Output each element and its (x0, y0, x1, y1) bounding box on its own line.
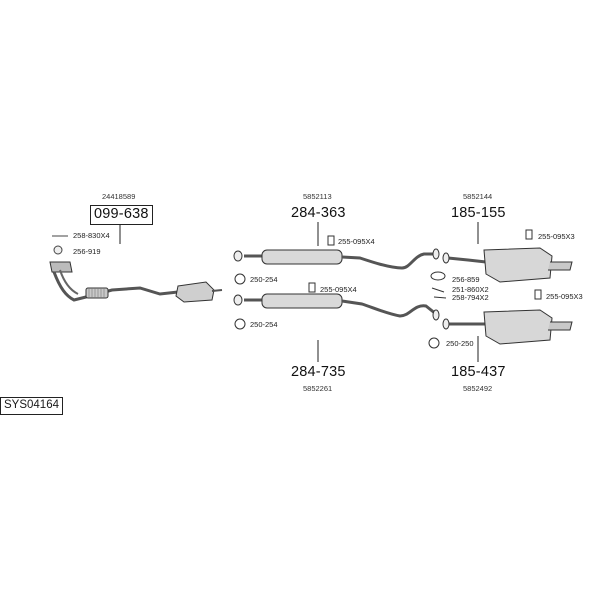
accessory-label: 250-254 (250, 275, 278, 284)
clamp-icon (308, 282, 316, 293)
front-pipe-drawing (49, 261, 223, 303)
accessory-label: 255-095X4 (338, 237, 375, 246)
accessory-label: 250-250 (446, 339, 474, 348)
clamp-icon (534, 289, 542, 300)
part-number-rear-upper[interactable]: 185-155 (451, 205, 506, 221)
bolt-icon (433, 296, 447, 299)
oe-number-rear-upper: 5852144 (463, 192, 493, 201)
oe-number-middle-lower: 5852261 (303, 384, 333, 393)
oe-number-front-pipe: 24418589 (102, 192, 136, 201)
part-number-middle-upper[interactable]: 284-363 (291, 205, 346, 221)
oe-number-middle-upper: 5852113 (303, 192, 332, 201)
spring-icon (431, 287, 445, 293)
part-number-front-pipe[interactable]: 099-638 (90, 205, 153, 225)
accessory-label: 255-095X3 (546, 292, 583, 301)
ring-icon (234, 318, 246, 330)
clamp-icon (525, 229, 533, 240)
clamp-icon (327, 235, 335, 246)
middle-silencer-lower-drawing (233, 293, 440, 321)
system-code-badge: SYS04164 (0, 397, 63, 415)
accessory-label: 258-830X4 (73, 231, 110, 240)
part-number-rear-lower[interactable]: 185-437 (451, 364, 506, 380)
rear-silencer-lower-drawing (442, 309, 573, 345)
part-number-middle-lower[interactable]: 284-735 (291, 364, 346, 380)
middle-silencer-upper-drawing (233, 248, 440, 270)
accessory-label: 250-254 (250, 320, 278, 329)
rear-silencer-upper-drawing (442, 247, 573, 283)
accessory-label: 255-095X4 (320, 285, 357, 294)
ring-icon (234, 273, 246, 285)
accessory-label: 256-859 (452, 275, 480, 284)
part-icons (234, 229, 542, 349)
accessory-label: 255-095X3 (538, 232, 575, 241)
accessory-label: 256-919 (73, 247, 101, 256)
small-parts-front (52, 235, 68, 255)
oe-number-rear-lower: 5852492 (463, 384, 493, 393)
gasket-icon (430, 271, 446, 281)
accessory-label: 258-794X2 (452, 293, 489, 302)
ring-icon (428, 337, 440, 349)
accessory-label: 251-860X2 (452, 285, 489, 294)
